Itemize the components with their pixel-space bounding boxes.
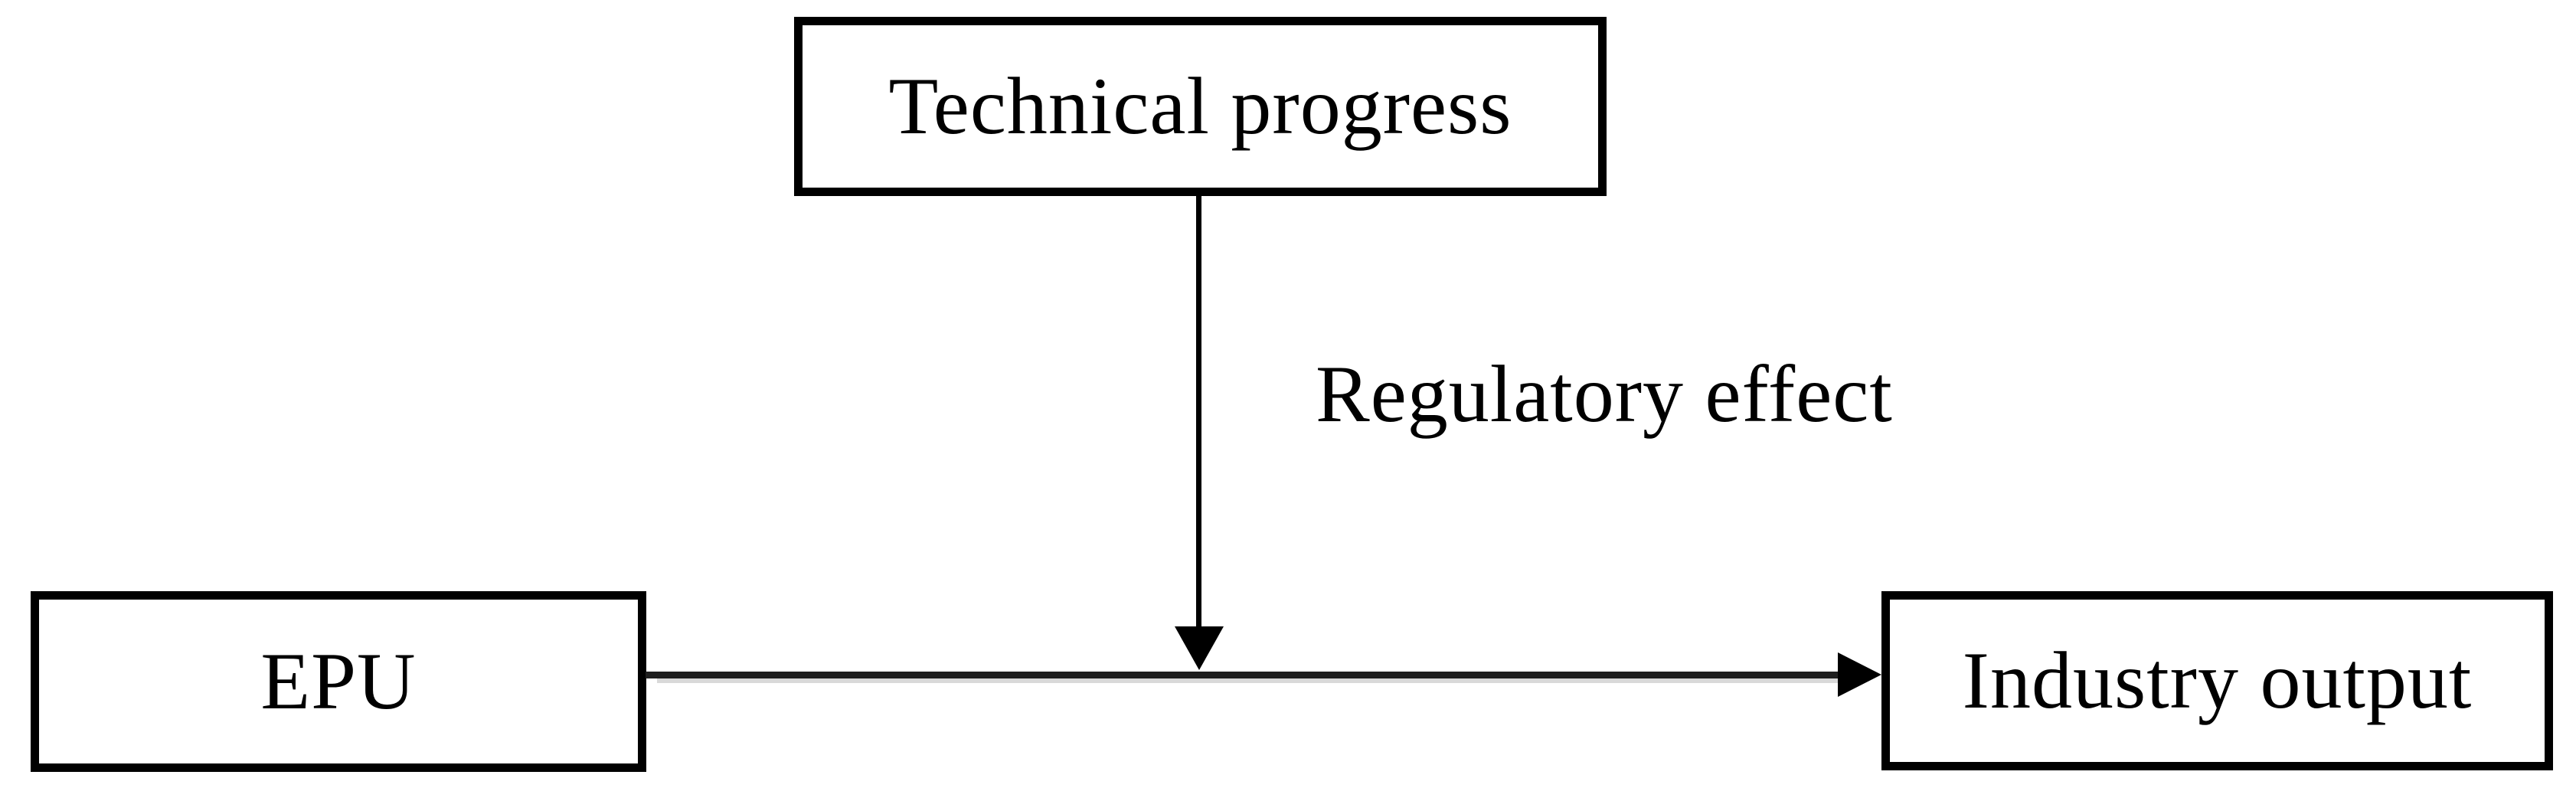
node-epu: EPU: [31, 591, 646, 772]
node-epu-label: EPU: [260, 636, 417, 726]
node-technical-progress-label: Technical progress: [888, 61, 1512, 151]
epu-industry-arrow-line: [646, 672, 1839, 678]
regulatory-effect-label: Regulatory effect: [1316, 349, 1893, 439]
node-industry-output: Industry output: [1881, 591, 2553, 770]
arrowhead-down-icon: [1175, 626, 1224, 670]
regulatory-arrow-line: [1196, 196, 1201, 626]
node-industry-output-label: Industry output: [1962, 636, 2473, 725]
arrowhead-right-icon: [1838, 652, 1881, 697]
epu-industry-arrow-shadow: [657, 678, 1844, 683]
node-technical-progress: Technical progress: [794, 17, 1607, 196]
